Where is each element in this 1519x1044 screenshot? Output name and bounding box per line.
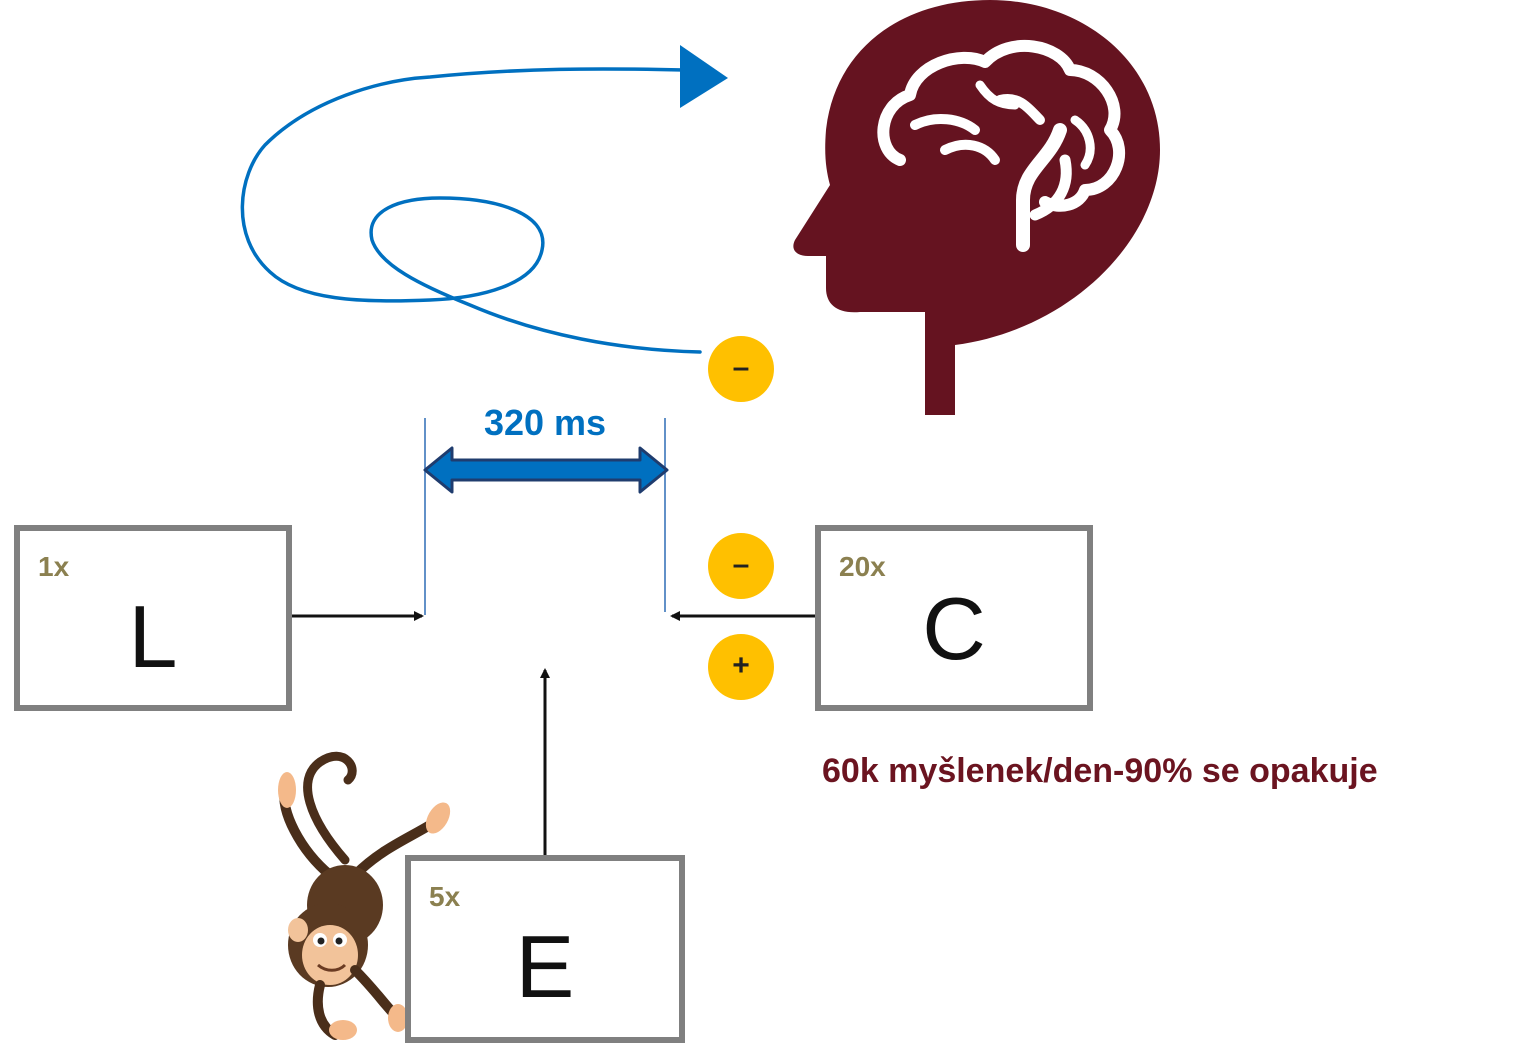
box-c-multiplier: 20x: [839, 551, 886, 582]
badge-top-minus: –: [708, 336, 774, 402]
head-brain-icon: [793, 0, 1160, 415]
box-e-multiplier: 5x: [429, 881, 461, 912]
box-c: 20x C: [815, 525, 1093, 711]
box-l-letter: L: [128, 587, 178, 686]
box-l: 1x L: [14, 525, 292, 711]
timing-label: 320 ms: [483, 402, 607, 443]
timing-double-arrow: [423, 446, 669, 494]
box-l-multiplier: 1x: [38, 551, 70, 582]
timing-window-lines: [424, 418, 666, 615]
badge-c-minus: –: [708, 533, 774, 599]
thought-loop-arrow: [240, 45, 728, 354]
box-c-letter: C: [922, 579, 986, 678]
box-e-letter: E: [515, 917, 575, 1016]
thoughts-stat-text: 60k myšlenek/den-90% se opakuje: [822, 752, 1378, 790]
badge-c-plus: +: [708, 634, 774, 700]
box-e: 5x E: [405, 855, 685, 1043]
monkey-icon: [278, 751, 451, 1040]
